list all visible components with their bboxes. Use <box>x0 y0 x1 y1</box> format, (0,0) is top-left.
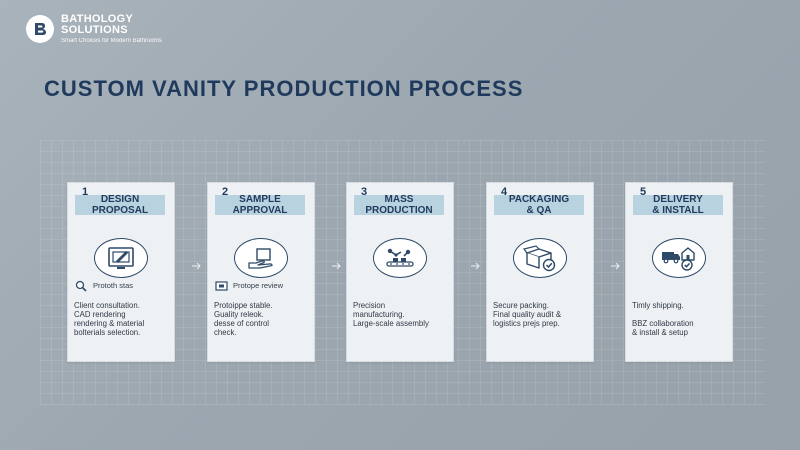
desc-line: Timly shipping. <box>632 301 684 310</box>
box-check-icon <box>522 245 556 272</box>
step-card-delivery-install: 5 DELIVERY& INSTALL Timly shipping. BBZ … <box>625 182 733 362</box>
arrow-right-icon <box>192 262 202 270</box>
desc-line: & install & setup <box>632 328 688 337</box>
desc-line: Client consultation. <box>74 301 140 310</box>
robot-arm-conveyor-icon <box>386 248 414 267</box>
desc-line: check. <box>214 328 237 337</box>
step-number: 5 <box>640 186 647 198</box>
step-description: Protoippe stable. Guality releok. desse … <box>214 301 314 337</box>
step-title-line2: PROPOSAL <box>91 205 149 216</box>
step-description: Secure packing. Final quality audit & lo… <box>493 301 593 328</box>
desc-line: CAD rendering <box>74 310 126 319</box>
desc-line: Final quality audit & <box>493 310 562 319</box>
page-title: CUSTOM VANITY PRODUCTION PROCESS <box>44 76 524 101</box>
step-sub-item: Protope review <box>214 280 283 291</box>
step-title-line1: MASS <box>384 194 414 205</box>
desc-line: Guality releok. <box>214 310 264 319</box>
screen-icon <box>214 280 228 291</box>
desc-line: logistics prejs prep. <box>493 319 560 328</box>
step-number: 4 <box>501 186 508 198</box>
step-title-line2: APPROVAL <box>232 205 288 216</box>
arrow-right-icon <box>471 262 481 270</box>
desc-line: bolterials selection. <box>74 328 141 337</box>
truck-house-icon <box>662 247 695 271</box>
desc-line: BBZ collaboration <box>632 319 694 328</box>
step-title-line1: PACKAGING <box>508 194 570 205</box>
desc-line: Secure packing. <box>493 301 549 310</box>
cad-drawing-icon <box>108 247 134 269</box>
step-icon-circle <box>513 238 567 278</box>
step-sub-label: Protope review <box>233 281 284 290</box>
step-title-line2: & INSTALL <box>652 205 704 216</box>
desc-line: desse of control <box>214 319 270 328</box>
step-icon-circle <box>652 238 706 278</box>
step-number: 3 <box>361 186 368 198</box>
step-description: Client consultation. CAD rendering rende… <box>74 301 174 337</box>
brand-name-line1: BATHOLOGY <box>61 13 134 25</box>
brand-block: BATHOLOGY SOLUTIONS Smart Choices for Mo… <box>26 14 162 44</box>
desc-line <box>632 310 732 319</box>
desc-line: rendering & material <box>74 319 145 328</box>
brand-name-line2: SOLUTIONS <box>61 24 128 36</box>
hand-sample-icon <box>248 248 273 269</box>
step-description: Timly shipping. BBZ collaboration & inst… <box>632 301 732 337</box>
desc-line: Protoippe stable. <box>214 301 273 310</box>
step-card-packaging-qa: 4 PACKAGING& QA Secure packing. Final qu… <box>486 182 594 362</box>
step-title-line1: DESIGN <box>100 194 140 205</box>
step-description: Precision manufacturing. Large-scale ass… <box>353 301 453 328</box>
step-title-line2: PRODUCTION <box>365 205 433 216</box>
magnifier-icon <box>74 280 88 292</box>
step-icon-circle <box>234 238 288 278</box>
step-sub-item: Prototh stas <box>74 280 134 292</box>
step-number: 1 <box>82 186 89 198</box>
step-title-line2: & QA <box>526 205 552 216</box>
step-number: 2 <box>222 186 229 198</box>
step-title-line1: SAMPLE <box>239 194 281 205</box>
step-title: DELIVERY& INSTALL <box>633 194 723 216</box>
desc-line: manufacturing. <box>353 310 405 319</box>
step-icon-circle <box>373 238 427 278</box>
step-title-line1: DELIVERY <box>653 194 703 205</box>
step-title: PACKAGING& QA <box>494 194 584 216</box>
desc-line: Large-scale assembly <box>353 319 429 328</box>
brand-tagline: Smart Choices for Modern Bathrooms <box>61 38 162 44</box>
arrow-right-icon <box>332 262 342 270</box>
step-icon-circle <box>94 238 148 278</box>
desc-line: Precision <box>353 301 386 310</box>
step-sub-label: Prototh stas <box>93 281 134 290</box>
b-logo-icon <box>26 15 54 43</box>
arrow-right-icon <box>611 262 621 270</box>
